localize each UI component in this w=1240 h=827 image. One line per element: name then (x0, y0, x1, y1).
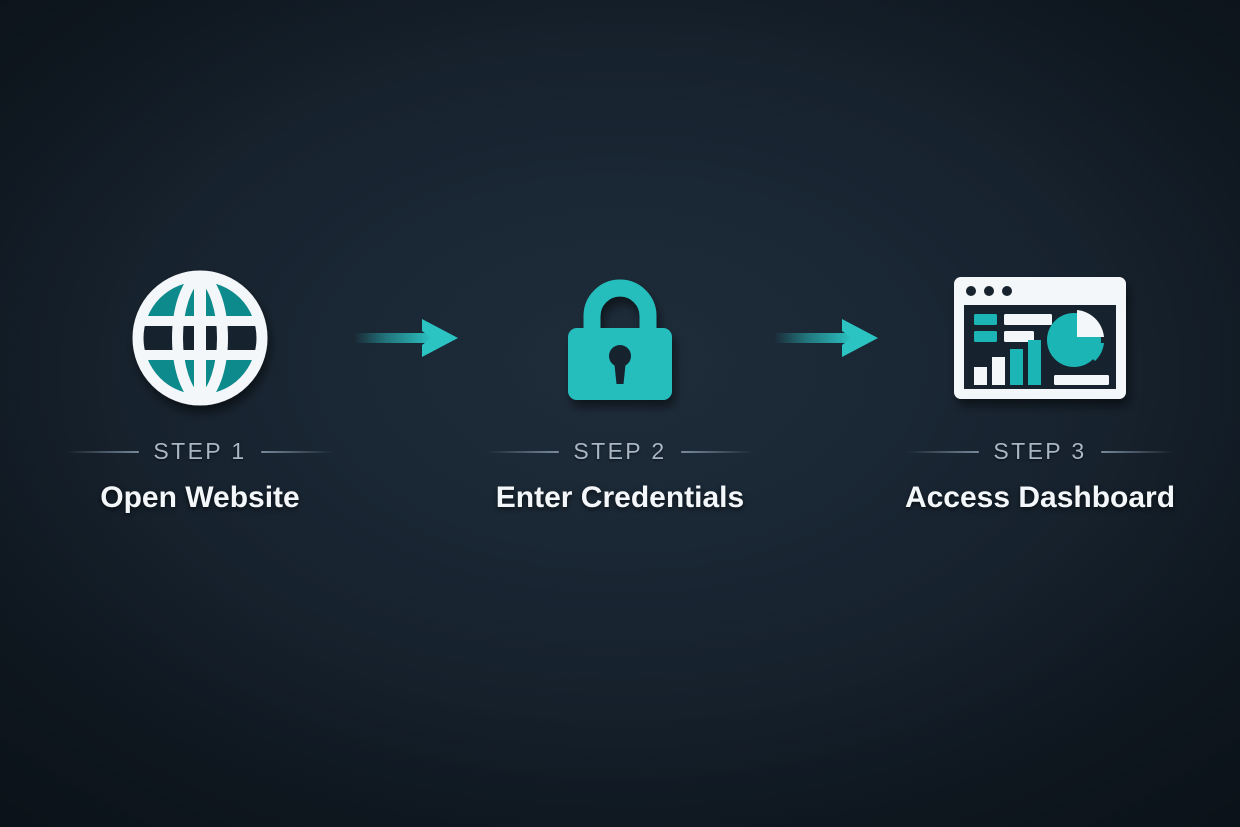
step-3-eyebrow-label: STEP 3 (993, 438, 1087, 464)
titlebar-dot (984, 286, 994, 296)
step-3-icon-slot (954, 262, 1126, 414)
eyebrow-rule-right (680, 450, 753, 453)
step-1-icon-slot (132, 262, 268, 414)
dashboard-icon (954, 277, 1126, 399)
process-flow-diagram: STEP 1 Open Website (0, 262, 1240, 515)
eyebrow-rule-right (1100, 450, 1173, 453)
arrow-right-icon-1 (354, 315, 466, 361)
step-1-eyebrow-label: STEP 1 (153, 438, 247, 464)
step-card-2[interactable]: STEP 2 Enter Credentials (470, 262, 770, 515)
step-3-title: Access Dashboard (904, 481, 1176, 514)
step-2-title: Enter Credentials (495, 481, 745, 514)
step-3-eyebrow: STEP 3 (890, 438, 1190, 465)
titlebar-dot (966, 286, 976, 296)
globe-icon (132, 270, 268, 406)
step-2-icon-slot (558, 262, 682, 414)
arrow-right-icon-2 (774, 315, 886, 361)
titlebar-dot (1002, 286, 1012, 296)
arrow-slot-2 (770, 262, 890, 414)
step-1-eyebrow: STEP 1 (50, 438, 350, 465)
eyebrow-rule-right (260, 450, 333, 453)
step-1-title: Open Website (100, 481, 300, 514)
arrow-slot-1 (350, 262, 470, 414)
step-card-3[interactable]: STEP 3 Access Dashboard (890, 262, 1190, 515)
eyebrow-rule-left (907, 450, 980, 453)
step-2-eyebrow-label: STEP 2 (573, 438, 667, 464)
eyebrow-rule-left (67, 450, 140, 453)
lock-icon (558, 272, 682, 404)
step-2-eyebrow: STEP 2 (470, 438, 770, 465)
eyebrow-rule-left (487, 450, 560, 453)
step-card-1[interactable]: STEP 1 Open Website (50, 262, 350, 515)
